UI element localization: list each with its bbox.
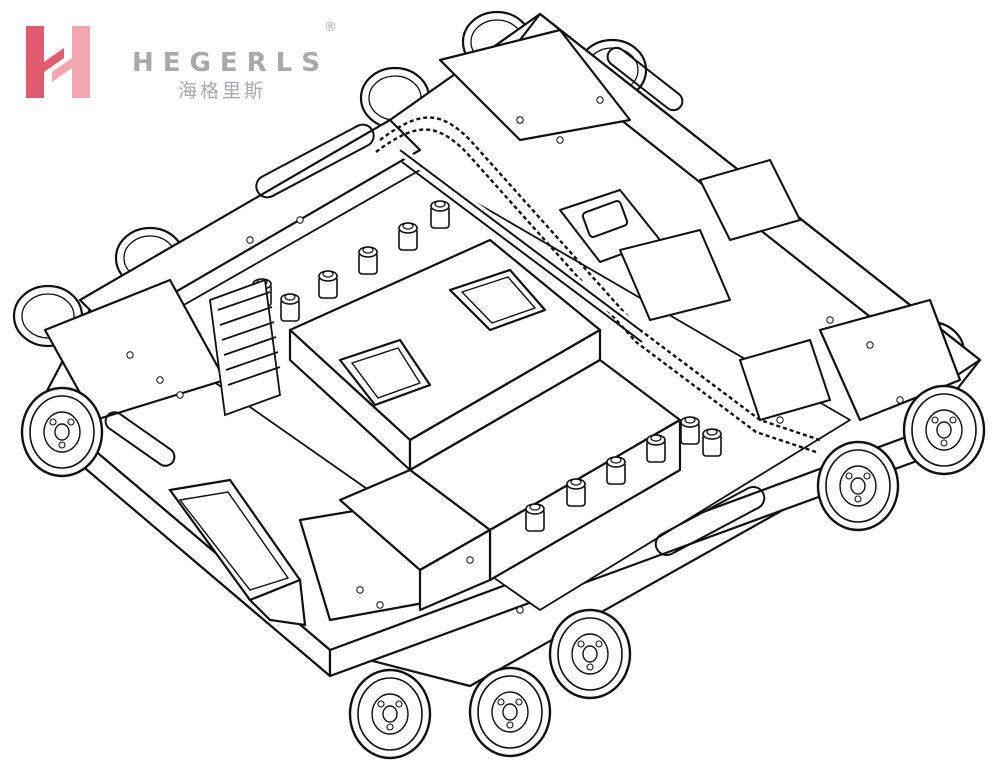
- rail-slots: [104, 46, 766, 557]
- heatsink: [209, 278, 281, 417]
- brand-mark-icon: [26, 26, 90, 98]
- brand-chinese-name: 海格里斯: [178, 80, 267, 102]
- chain-drive: [375, 116, 821, 454]
- brand-logo: HEGERLS 海格里斯 ®: [22, 14, 352, 104]
- registered-mark: ®: [324, 20, 337, 35]
- front-bracket: [168, 478, 307, 627]
- motor-assembly: [559, 159, 831, 421]
- battery-box: [288, 238, 682, 612]
- brand-name: HEGERLS: [132, 48, 329, 78]
